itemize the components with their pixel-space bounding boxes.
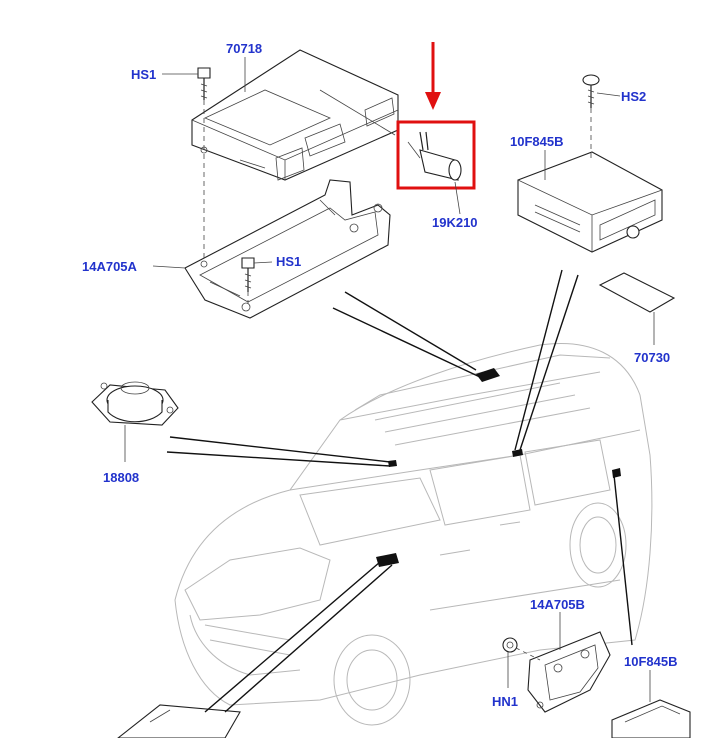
screw-hs2 — [582, 74, 600, 108]
label-hs2[interactable]: HS2 — [621, 89, 646, 104]
module-10f845b-top — [517, 151, 663, 253]
module-70718 — [191, 49, 399, 181]
label-18808[interactable]: 18808 — [103, 470, 139, 485]
label-hs1-top[interactable]: HS1 — [131, 67, 156, 82]
part-labels: 70718 HS1 19K210 14A705A HS1 HS2 10F845B… — [82, 41, 677, 709]
label-70718[interactable]: 70718 — [226, 41, 262, 56]
label-19k210[interactable]: 19K210 — [432, 215, 478, 230]
screw-hs1-top — [197, 67, 211, 100]
screw-hs1-middle — [241, 257, 255, 292]
label-10f845b-top[interactable]: 10F845B — [510, 134, 563, 149]
label-14a705a[interactable]: 14A705A — [82, 259, 138, 274]
sensor-19k210 — [407, 131, 462, 181]
vehicle-outline — [174, 342, 653, 726]
bracket-14a705b — [527, 631, 611, 713]
location-markers — [376, 368, 621, 567]
leader-lines — [124, 57, 655, 713]
nut-hn1 — [502, 637, 518, 653]
bracket-14a705a — [184, 179, 391, 319]
plate-70730 — [598, 272, 676, 313]
module-10f845b-bottom — [611, 699, 691, 738]
label-hn1[interactable]: HN1 — [492, 694, 518, 709]
highlight-marker — [396, 42, 476, 190]
label-hs1-middle[interactable]: HS1 — [276, 254, 301, 269]
module-bottom-left — [117, 704, 241, 738]
label-14a705b[interactable]: 14A705B — [530, 597, 585, 612]
label-70730[interactable]: 70730 — [634, 350, 670, 365]
sounder-18808 — [91, 381, 179, 426]
label-10f845b-bottom[interactable]: 10F845B — [624, 654, 677, 669]
